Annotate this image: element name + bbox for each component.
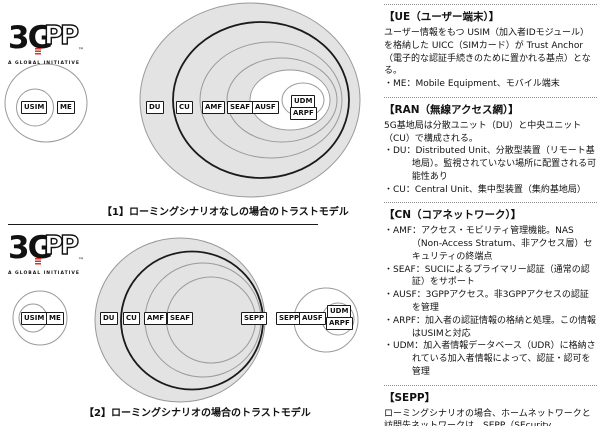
node-sepp-visited: SEPP — [241, 312, 268, 325]
logo-3g-text: 3G — [8, 20, 52, 55]
section-ue-item-me: ・ME：Mobile Equipment、モバイル端末 — [384, 79, 560, 90]
node-ausf: AUSF — [299, 312, 326, 325]
logo-pp-text: PP — [44, 231, 78, 261]
section-ue-text: ユーザー情報をもつ USIM（加入者IDモジュール）を格納した UICC（SIM… — [384, 28, 591, 77]
node-usim: USIM — [21, 101, 48, 114]
logo-3g-text: 3G — [8, 230, 52, 265]
logo-red-bar — [35, 263, 41, 265]
node-amf: AMF — [202, 101, 226, 114]
section-ue-title: 【UE（ユーザー端末）】 — [384, 11, 500, 23]
section-cn-item-seaf: ・SEAF：SUCIによるプライマリー認証（通常の認証）をサポート — [384, 264, 590, 288]
node-cu: CU — [176, 101, 193, 114]
node-arpf: ARPF — [326, 317, 353, 330]
section-cn: 【CN（コアネットワーク）】 ・AMF：アクセス・モビリティ管理機能。NAS（N… — [384, 202, 597, 384]
section-ran: 【RAN（無線アクセス網）】 5G基地局は分散ユニット（DU）と中央ユニット（C… — [384, 96, 597, 203]
logo-tagline: A GLOBAL INITIATIVE — [8, 271, 80, 276]
node-sepp-home: SEPP — [276, 312, 303, 325]
3gpp-logo-mark: 3G PP ™ — [8, 230, 84, 266]
node-me: ME — [46, 312, 64, 325]
section-ran-item-cu: ・CU：Central Unit、集中型装置（集約基地局） — [384, 184, 586, 195]
section-sepp: 【SEPP】 ローミングシナリオの場合、ホームネットワークと訪問先ネットワークは… — [384, 384, 597, 426]
node-du: DU — [146, 101, 164, 114]
section-sepp-text: ローミングシナリオの場合、ホームネットワークと訪問先ネットワークは、SEPP（S… — [384, 408, 591, 426]
node-ausf: AUSF — [252, 101, 279, 114]
node-du: DU — [100, 312, 118, 325]
d1-usim-circle — [16, 88, 54, 127]
node-usim: USIM — [21, 312, 48, 325]
section-ran-title: 【RAN（無線アクセス網）】 — [384, 103, 519, 116]
node-arpf: ARPF — [290, 107, 317, 120]
info-panel: 【UE（ユーザー端末）】 ユーザー情報をもつ USIM（加入者IDモジュール）を… — [384, 4, 597, 426]
node-seaf: SEAF — [227, 101, 254, 114]
3gpp-logo-mark: 3G PP ™ — [8, 20, 84, 56]
logo-tagline: A GLOBAL INITIATIVE — [8, 61, 80, 66]
section-cn-title: 【CN（コアネットワーク）】 — [384, 209, 522, 222]
section-ran-text: 5G基地局は分散ユニット（DU）と中央ユニット（CU）で構成される。 — [384, 120, 582, 144]
diagram1-caption: 【1】ローミングシナリオなしの場合のトラストモデル — [102, 207, 349, 218]
d1-ring-seaf — [226, 57, 338, 143]
section-ue: 【UE（ユーザー端末）】 ユーザー情報をもつ USIM（加入者IDモジュール）を… — [384, 4, 597, 97]
section-sepp-title: 【SEPP】 — [384, 391, 436, 404]
node-amf: AMF — [144, 312, 168, 325]
logo-pp-text: PP — [44, 21, 78, 51]
node-me: ME — [57, 101, 75, 114]
3gpp-logo: 3G PP ™ A GLOBAL INITIATIVE — [8, 19, 88, 66]
d1-ring-cu-black — [172, 21, 350, 179]
diagram2-caption: 【2】ローミングシナリオの場合のトラストモデル — [84, 408, 311, 419]
3gpp-logo: 3G PP ™ A GLOBAL INITIATIVE — [8, 229, 88, 276]
section-ran-item-du: ・DU：Distributed Unit、分散型装置（リモート基地局）。監視され… — [384, 146, 597, 182]
d1-ring-amf — [199, 41, 343, 159]
section-divider — [8, 224, 318, 225]
section-cn-item-amf: ・AMF：アクセス・モビリティ管理機能。NAS（Non-Access Strat… — [384, 226, 593, 262]
node-seaf: SEAF — [167, 312, 194, 325]
logo-red-bar — [35, 53, 41, 55]
node-cu: CU — [123, 312, 140, 325]
section-cn-item-udm: ・UDM：加入者情報データベース（UDR）に格納されている加入者情報によって、認… — [384, 341, 596, 377]
logo-red-bar — [35, 260, 41, 262]
section-cn-item-ausf: ・AUSF：3GPPアクセス。非3GPPアクセスの認証を管理 — [384, 290, 589, 314]
section-cn-item-arpf: ・ARPF：加入者の認証情報の格納と処理。この情報はUSIMと対応 — [384, 315, 597, 339]
logo-red-bar — [35, 50, 41, 52]
logo-red-bar — [35, 48, 41, 50]
logo-tm: ™ — [78, 257, 84, 264]
logo-tm: ™ — [78, 47, 84, 54]
logo-red-bar — [35, 258, 41, 260]
